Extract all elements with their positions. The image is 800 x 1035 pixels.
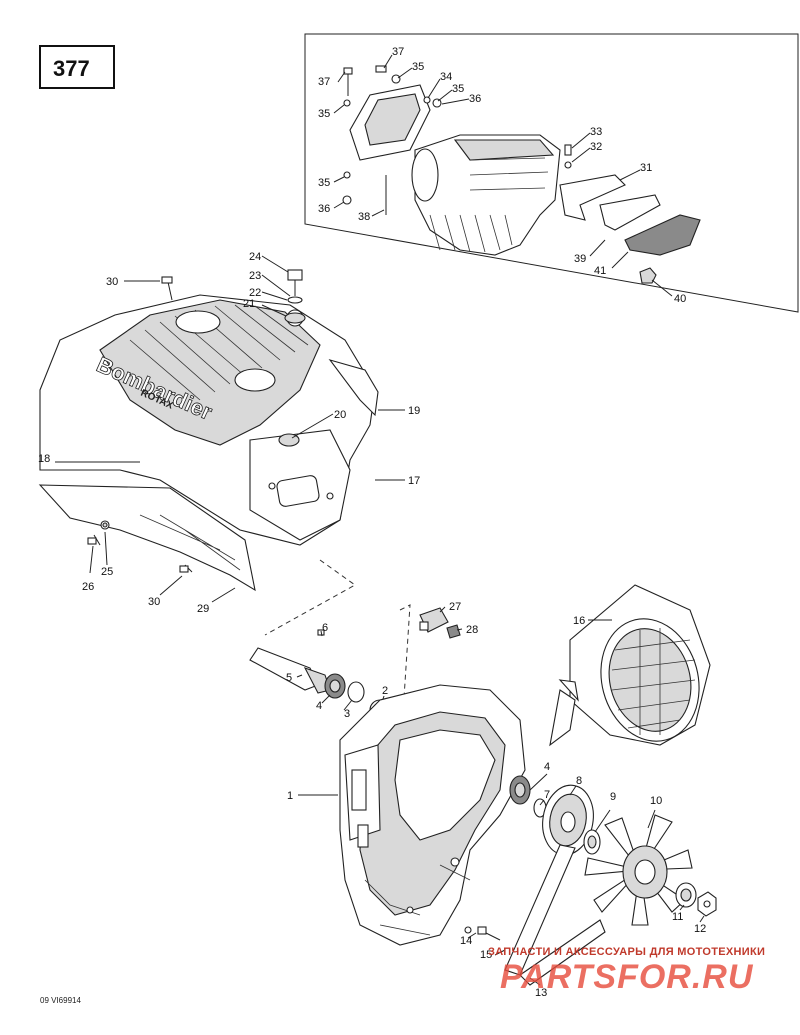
callout-25: 25: [101, 566, 113, 578]
page-number: 377: [53, 56, 90, 81]
air-intake-inset: [304, 33, 799, 313]
callout-14: 14: [460, 935, 472, 947]
callout-23: 23: [249, 270, 261, 282]
callout-38: 38: [358, 211, 370, 223]
callout-39: 39: [574, 253, 586, 265]
callout-21: 21: [243, 298, 255, 310]
watermark-line2: PARTSFOR.RU: [500, 958, 754, 996]
callout-35: 35: [412, 61, 424, 73]
watermark: ЗАПЧАСТИ И АКСЕССУАРЫ ДЛЯ МОТОТЕХНИКИ PA…: [488, 946, 765, 996]
callout-2: 2: [382, 685, 388, 697]
callout-6: 6: [322, 622, 328, 634]
callout-9: 9: [610, 791, 616, 803]
callout-26: 26: [82, 581, 94, 593]
callout-1: 1: [287, 790, 293, 802]
callout-35: 35: [318, 108, 330, 120]
callout-16: 16: [573, 615, 585, 627]
callout-15: 15: [480, 949, 492, 961]
callout-4: 4: [544, 761, 550, 773]
callout-34: 34: [440, 71, 452, 83]
pulley-assembly: [529, 773, 611, 856]
callout-5: 5: [286, 672, 292, 684]
callout-33: 33: [590, 126, 602, 138]
callout-17: 17: [408, 475, 420, 487]
fan-cover: [549, 584, 711, 747]
callout-40: 40: [674, 293, 686, 305]
callout-27: 27: [449, 601, 461, 613]
callout-41: 41: [594, 265, 606, 277]
watermark-line1: ЗАПЧАСТИ И АКСЕССУАРЫ ДЛЯ МОТОТЕХНИКИ: [488, 946, 765, 958]
callout-24: 24: [249, 251, 261, 263]
callout-32: 32: [590, 141, 602, 153]
callout-19: 19: [408, 405, 420, 417]
callout-36: 36: [318, 203, 330, 215]
footer-code: 09 VI69914: [40, 996, 81, 1005]
callout-8: 8: [576, 775, 582, 787]
callout-18: 18: [38, 453, 50, 465]
callout-labels: 37 37 35 34 35 36 35 35 36 38 33 32 31 3…: [38, 46, 706, 999]
callout-31: 31: [640, 162, 652, 174]
callout-35: 35: [452, 83, 464, 95]
callout-37: 37: [392, 46, 404, 58]
assembly-lines: [264, 559, 411, 781]
engine-cover: Bombardier ROTAX: [38, 255, 405, 603]
callout-35: 35: [318, 177, 330, 189]
page-number-box: 377: [39, 45, 115, 89]
callout-13: 13: [535, 987, 547, 999]
callout-22: 22: [249, 287, 261, 299]
callout-37: 37: [318, 76, 330, 88]
callout-3: 3: [344, 708, 350, 720]
callout-30: 30: [148, 596, 160, 608]
callout-30: 30: [106, 276, 118, 288]
belt: [467, 844, 606, 986]
callout-11: 11: [672, 911, 683, 923]
callout-20: 20: [334, 409, 346, 421]
callout-7: 7: [544, 789, 550, 801]
callout-29: 29: [197, 603, 209, 615]
callout-28: 28: [466, 624, 478, 636]
callout-4: 4: [316, 700, 322, 712]
callout-12: 12: [694, 923, 706, 935]
fan-blades: [584, 809, 717, 926]
callout-36: 36: [469, 93, 481, 105]
fan-housing: [298, 684, 531, 946]
callout-10: 10: [650, 795, 662, 807]
